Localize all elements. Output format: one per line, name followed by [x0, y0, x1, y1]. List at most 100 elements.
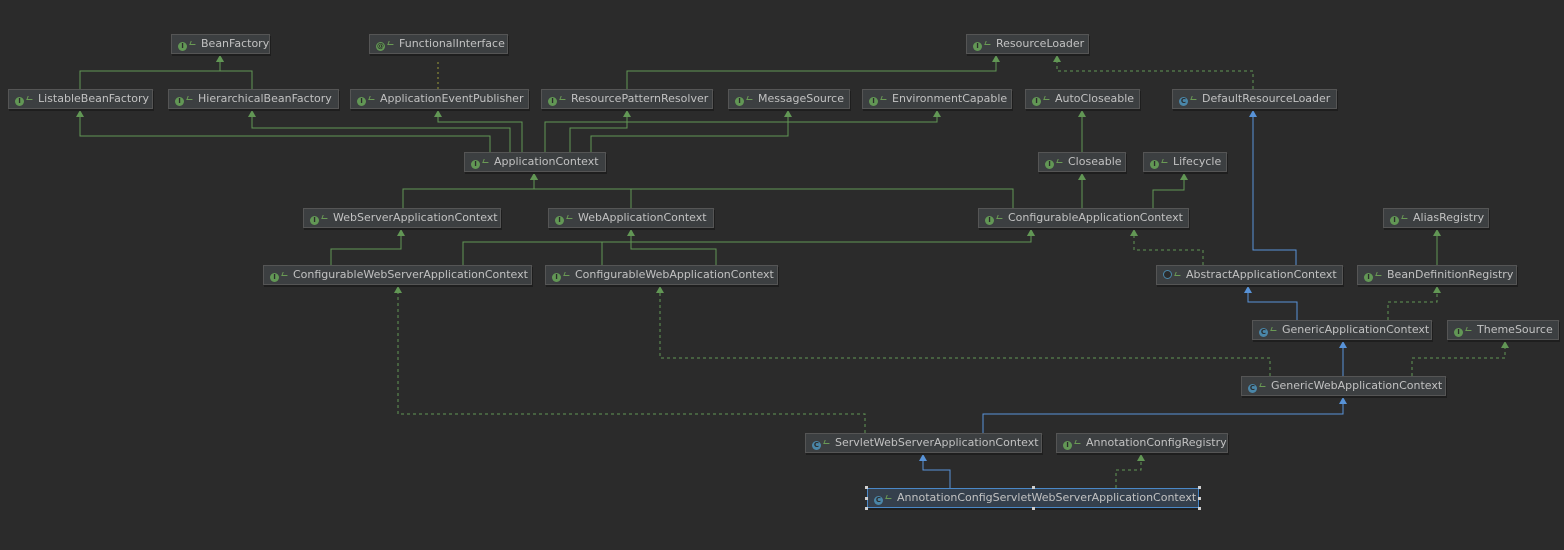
- edge-implements: [1387, 292, 1438, 320]
- edge-arrowhead: [1433, 229, 1441, 236]
- visibility-leaf-icon: [1465, 327, 1473, 331]
- edge-implements: [1115, 460, 1142, 488]
- node-label: ApplicationContext: [494, 155, 599, 168]
- selection-handle[interactable]: [1198, 507, 1201, 510]
- edge-arrowhead: [434, 110, 442, 117]
- class-kind-icon: C: [874, 496, 883, 505]
- edge-extends: [79, 61, 221, 89]
- edge-implements: [659, 292, 1271, 376]
- edge-extends: [533, 179, 632, 208]
- edge-arrowhead: [397, 229, 405, 236]
- edge-arrowhead: [1433, 286, 1441, 293]
- visibility-leaf-icon: [1190, 96, 1198, 100]
- node-label: GenericApplicationContext: [1282, 323, 1430, 336]
- selection-handle[interactable]: [865, 497, 868, 500]
- edge-extends: [569, 116, 628, 152]
- node-label: ConfigurableApplicationContext: [1008, 211, 1183, 224]
- visibility-leaf-icon: [984, 41, 992, 45]
- node-label: ListableBeanFactory: [38, 92, 149, 105]
- selection-handle[interactable]: [865, 486, 868, 489]
- selection-handle[interactable]: [1032, 486, 1035, 489]
- visibility-leaf-icon: [559, 96, 567, 100]
- edge-arrowhead: [76, 110, 84, 117]
- edge-arrowhead: [216, 55, 224, 62]
- interface-kind-icon: I: [357, 97, 366, 106]
- visibility-leaf-icon: [189, 41, 197, 45]
- edge-implements: [397, 292, 866, 433]
- edge-class-extends: [922, 460, 951, 488]
- abstract-kind-icon: [1163, 270, 1172, 279]
- edge-extends: [251, 116, 511, 152]
- selection-handle[interactable]: [1198, 486, 1201, 489]
- node-functional-interface[interactable]: @FunctionalInterface: [369, 34, 508, 54]
- edge-arrowhead: [919, 454, 927, 461]
- interface-kind-icon: I: [555, 216, 564, 225]
- interface-kind-icon: I: [869, 97, 878, 106]
- visibility-leaf-icon: [1401, 215, 1409, 219]
- edge-arrowhead: [1501, 341, 1509, 348]
- visibility-leaf-icon: [746, 96, 754, 100]
- edge-arrowhead: [1078, 110, 1086, 117]
- visibility-leaf-icon: [281, 272, 289, 276]
- edge-arrowhead: [1180, 173, 1188, 180]
- visibility-leaf-icon: [1043, 96, 1051, 100]
- class-kind-icon: C: [1259, 328, 1268, 337]
- edge-class-extends: [1247, 292, 1298, 320]
- node-label: BeanDefinitionRegistry: [1387, 268, 1514, 281]
- node-abstract-application-context[interactable]: AbstractApplicationContext: [1156, 265, 1343, 285]
- node-label: FunctionalInterface: [399, 37, 505, 50]
- selection-handle[interactable]: [865, 507, 868, 510]
- edge-arrowhead: [1027, 229, 1035, 236]
- node-label: Closeable: [1068, 155, 1122, 168]
- visibility-leaf-icon: [1056, 159, 1064, 163]
- edge-extends: [626, 61, 997, 89]
- edge-arrowhead: [992, 55, 1000, 62]
- edge-arrowhead: [627, 229, 635, 236]
- edge-arrowhead: [1244, 286, 1252, 293]
- node-generic-application-context[interactable]: C GenericApplicationContext: [1252, 320, 1432, 340]
- visibility-leaf-icon: [368, 96, 376, 100]
- interface-kind-icon: I: [973, 42, 982, 51]
- edge-extends: [590, 116, 789, 152]
- node-label: GenericWebApplicationContext: [1271, 379, 1443, 392]
- edge-arrowhead: [784, 110, 792, 117]
- class-kind-icon: C: [1179, 97, 1188, 106]
- selection-handle[interactable]: [1032, 507, 1035, 510]
- selection-handle[interactable]: [1198, 497, 1201, 500]
- visibility-leaf-icon: [482, 159, 490, 163]
- node-application-event-publisher[interactable]: I ApplicationEventPublisher: [350, 89, 529, 109]
- edge-arrowhead: [933, 110, 941, 117]
- node-label: ApplicationEventPublisher: [380, 92, 524, 105]
- edge-extends: [402, 179, 535, 208]
- interface-kind-icon: I: [1063, 441, 1072, 450]
- edge-arrowhead: [1053, 55, 1061, 62]
- interface-kind-icon: I: [1032, 97, 1041, 106]
- visibility-leaf-icon: [186, 96, 194, 100]
- node-label: Lifecycle: [1173, 155, 1222, 168]
